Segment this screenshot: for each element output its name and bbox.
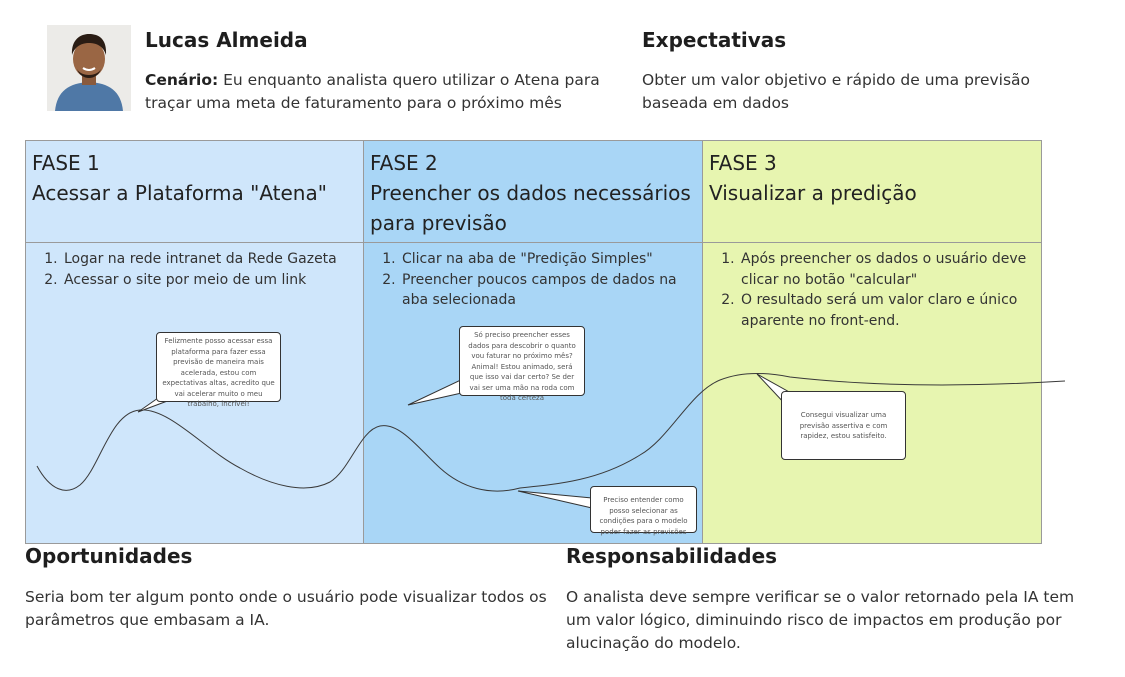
phase-2-header: FASE 2 Preencher os dados necessários pa… xyxy=(364,141,702,243)
phase-1-steps: Logar na rede intranet da Rede Gazeta Ac… xyxy=(26,249,363,290)
phase-2-step: Clicar na aba de "Predição Simples" xyxy=(400,249,702,270)
responsibilities-text: O analista deve sempre verificar se o va… xyxy=(566,588,1075,652)
phase-3-label: FASE 3 xyxy=(709,151,777,175)
expectations-text: Obter um valor objetivo e rápido de uma … xyxy=(642,71,1031,112)
phase-3-title: Visualizar a predição xyxy=(709,181,917,205)
phase-1-step: Logar na rede intranet da Rede Gazeta xyxy=(62,249,363,270)
phase-3-column: FASE 3 Visualizar a predição Após preenc… xyxy=(702,140,1042,544)
phase-3-steps: Após preencher os dados o usuário deve c… xyxy=(703,249,1041,331)
opportunities-text: Seria bom ter algum ponto onde o usuário… xyxy=(25,588,547,629)
scenario-label: Cenário: xyxy=(145,71,219,89)
phase-2-steps: Clicar na aba de "Predição Simples" Pree… xyxy=(364,249,702,311)
phase-2-label: FASE 2 xyxy=(370,151,438,175)
phase-3-step: Após preencher os dados o usuário deve c… xyxy=(739,249,1041,290)
phase-3-bubble: Consegui visualizar uma previsão asserti… xyxy=(781,391,906,460)
phase-2-step: Preencher poucos campos de dados na aba … xyxy=(400,270,702,311)
phase-2-bubble: Só preciso preencher esses dados para de… xyxy=(459,326,585,402)
opportunities-title: Oportunidades xyxy=(25,544,193,568)
phase-2-bubble-lower: Preciso entender como posso selecionar a… xyxy=(590,486,697,536)
persona-scenario: Cenário: Eu enquanto analista quero util… xyxy=(145,69,615,115)
scenario-text: Eu enquanto analista quero utilizar o At… xyxy=(145,71,600,112)
persona-name: Lucas Almeida xyxy=(145,28,308,52)
phase-3-header: FASE 3 Visualizar a predição xyxy=(703,141,1041,243)
phase-2-title: Preencher os dados necessários para prev… xyxy=(370,181,691,235)
person-photo-icon xyxy=(47,25,131,111)
responsibilities-title: Responsabilidades xyxy=(566,544,778,568)
persona-avatar xyxy=(47,25,131,111)
phase-1-step: Acessar o site por meio de um link xyxy=(62,270,363,291)
phase-1-bubble: Felizmente posso acessar essa plataforma… xyxy=(156,332,281,408)
expectations-title: Expectativas xyxy=(642,28,787,52)
phase-1-header: FASE 1 Acessar a Plataforma "Atena" xyxy=(26,141,363,243)
phase-1-title: Acessar a Plataforma "Atena" xyxy=(32,181,327,205)
phase-3-step: O resultado será um valor claro e único … xyxy=(739,290,1041,331)
phase-1-label: FASE 1 xyxy=(32,151,100,175)
